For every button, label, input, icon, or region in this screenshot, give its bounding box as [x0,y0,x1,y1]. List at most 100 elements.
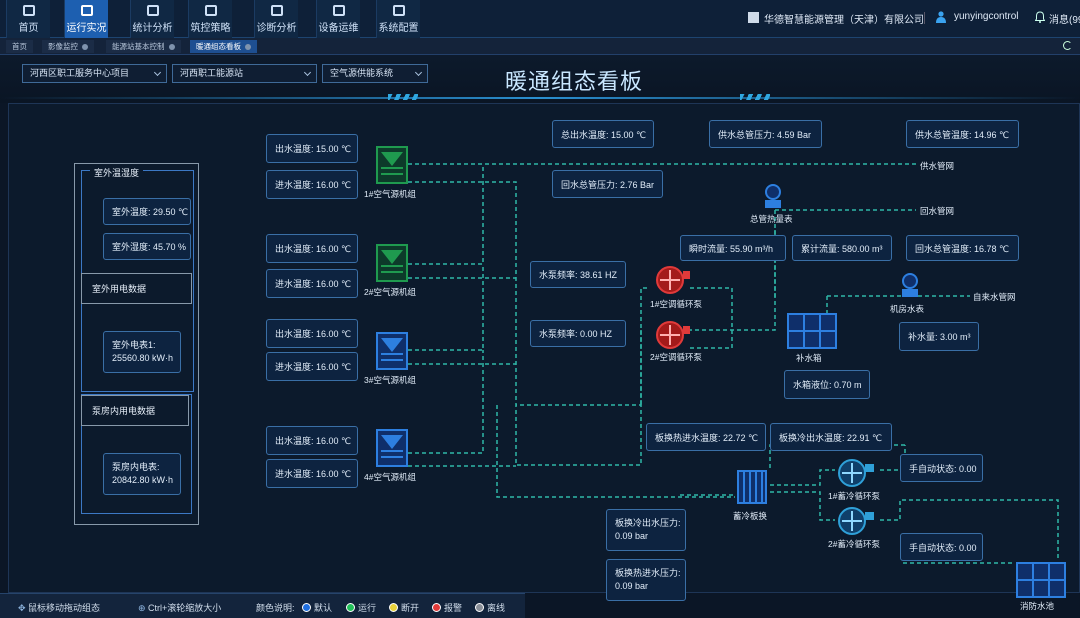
air-source-unit-icon[interactable] [376,332,408,370]
status-dot [432,603,441,612]
color-legend-title: 颜色说明: [256,603,295,613]
divider [924,12,925,24]
unit-in-temp: 进水温度: 16.00 ℃ [266,170,358,199]
return-main-label: 回水管网 [920,206,955,216]
messages-link[interactable]: 消息(99 [1049,15,1080,26]
mouse-icon: ✥ [18,603,29,613]
pump-freq-2-reading: 水泵频率: 0.00 HZ [530,320,626,347]
ac-pump-1-icon[interactable] [655,265,691,295]
makeup-water-reading: 补水量: 3.00 m³ [899,322,979,351]
makeup-tank-icon[interactable] [787,313,837,349]
header-decoration [388,94,418,100]
top-nav-bar: 首页 运行实况 统计分析 筑控策略 诊断分析 设备运维 系统配置 华德智慧能源管… [0,0,1080,38]
air-source-unit-icon[interactable] [376,244,408,282]
building-icon [748,12,759,23]
status-dot [346,603,355,612]
total-flow-reading: 累计流量: 580.00 m³ [792,235,892,261]
return-pressure-reading: 回水总管压力: 2.76 Bar [552,170,663,198]
chart-icon [146,4,159,16]
unit-in-temp: 进水温度: 16.00 ℃ [266,352,358,381]
tab-home[interactable]: 首页 [6,40,33,53]
header-divider [0,97,1080,99]
hx-hot-in-pressure-reading: 板换热进水压力:0.09 bar [606,559,686,601]
nav-maintenance[interactable]: 设备运维 [316,0,360,38]
unit-out-temp: 出水温度: 16.00 ℃ [266,426,358,455]
nav-live-status[interactable]: 运行实况 [64,0,108,38]
unit-name: 1#空气源机组 [364,189,416,199]
tab-station-control[interactable]: 能源站基本控制 [106,40,181,53]
storage-hx-label: 蓄冷板换 [733,511,768,521]
ac-pump-2-icon[interactable] [655,320,691,350]
supply-temp-reading: 供水总管温度: 14.96 ℃ [906,120,1019,148]
nav-control-strategy[interactable]: 筑控策略 [188,0,232,38]
unit-out-temp: 出水温度: 16.00 ℃ [266,234,358,263]
status-dot [475,603,484,612]
tank-level-reading: 水箱液位: 0.70 m [784,370,870,399]
company-name: 华德智慧能源管理（天津）有限公司 [764,15,924,26]
air-source-unit-icon[interactable] [376,146,408,184]
tab-video-monitor[interactable]: 影像监控 [42,40,94,53]
environment-panel [74,163,199,525]
nav-statistics[interactable]: 统计分析 [130,0,174,38]
project-select[interactable]: 河西区职工服务中心项目 [22,64,167,83]
storage-pump-2-label: 2#蓄冷循环泵 [828,539,880,549]
close-icon[interactable] [168,44,175,51]
room-meter-label: 机房水表 [890,304,925,314]
status-dot [302,603,311,612]
shield-icon [332,4,345,16]
system-select[interactable]: 空气源供能系统 [322,64,428,83]
status-dot [389,603,398,612]
refresh-icon[interactable] [1063,41,1072,50]
outdoor-meter-reading: 室外电表1:25560.80 kW·h [103,331,181,373]
supply-pressure-reading: 供水总管压力: 4.59 Bar [709,120,822,148]
home-icon [22,4,35,16]
heat-meter-icon[interactable] [763,184,783,210]
nav-home[interactable]: 首页 [6,0,50,38]
station-select[interactable]: 河西职工能源站 [172,64,317,83]
close-icon[interactable] [82,44,88,51]
nav-diagnosis[interactable]: 诊断分析 [254,0,298,38]
fire-pool-icon[interactable] [1016,562,1066,598]
outdoor-power-title: 室外用电数据 [81,273,192,304]
tab-hvac-dashboard[interactable]: 暖通组态看板 [190,40,257,53]
legend-offline: 离线 [475,601,505,614]
unit-name: 3#空气源机组 [364,375,416,385]
unit-in-temp: 进水温度: 16.00 ℃ [266,269,358,298]
ac-pump-1-label: 1#空调循环泵 [650,299,702,309]
unit-name: 4#空气源机组 [364,472,416,482]
bell-icon[interactable] [1035,11,1045,23]
outdoor-humidity-reading: 室外湿度: 45.70 % [103,233,191,260]
pump-meter-reading: 泵房内电表:20842.80 kW·h [103,453,181,495]
legend-disconnected: 断开 [389,601,419,614]
legend-running: 运行 [346,601,376,614]
legend-default: 默认 [302,601,332,614]
return-temp-reading: 回水总管温度: 16.78 ℃ [906,235,1019,261]
instant-flow-reading: 瞬时流量: 55.90 m³/h [680,235,786,261]
storage-pump-1-icon[interactable] [835,458,875,488]
storage-hx-icon[interactable] [734,467,770,507]
zoom-hint: ⊕ Ctrl+滚轮缩放大小 [138,603,222,613]
legend-bar: ✥ 鼠标移动拖动组态 ⊕ Ctrl+滚轮缩放大小 颜色说明: 默认 运行 断开 … [0,593,525,618]
temp-humidity-title: 室外温湿度 [90,166,144,179]
gear-icon [392,4,405,16]
pump-power-title: 泵房内用电数据 [81,395,189,426]
user-icon [936,11,946,23]
close-icon[interactable] [245,44,251,51]
user-name[interactable]: yunyingcontrol [954,11,1019,22]
ac-pump-2-label: 2#空调循环泵 [650,352,702,362]
zoom-icon: ⊕ [138,603,149,613]
pump-freq-1-reading: 水泵频率: 38.61 HZ [530,261,626,288]
main-meter-label: 总管热量表 [750,214,793,224]
auto-state-2-reading: 手自动状态: 0.00 [900,533,983,561]
fire-pool-label: 消防水池 [1020,601,1055,611]
storage-pump-2-icon[interactable] [835,506,875,536]
nav-settings[interactable]: 系统配置 [376,0,420,38]
air-source-unit-icon[interactable] [376,429,408,467]
header-decoration [740,94,770,100]
leaf-icon [204,4,217,16]
room-meter-icon[interactable] [900,273,920,299]
auto-state-1-reading: 手自动状态: 0.00 [900,454,983,482]
drag-hint: ✥ 鼠标移动拖动组态 [18,603,101,613]
outdoor-temp-reading: 室外温度: 29.50 ℃ [103,198,191,225]
